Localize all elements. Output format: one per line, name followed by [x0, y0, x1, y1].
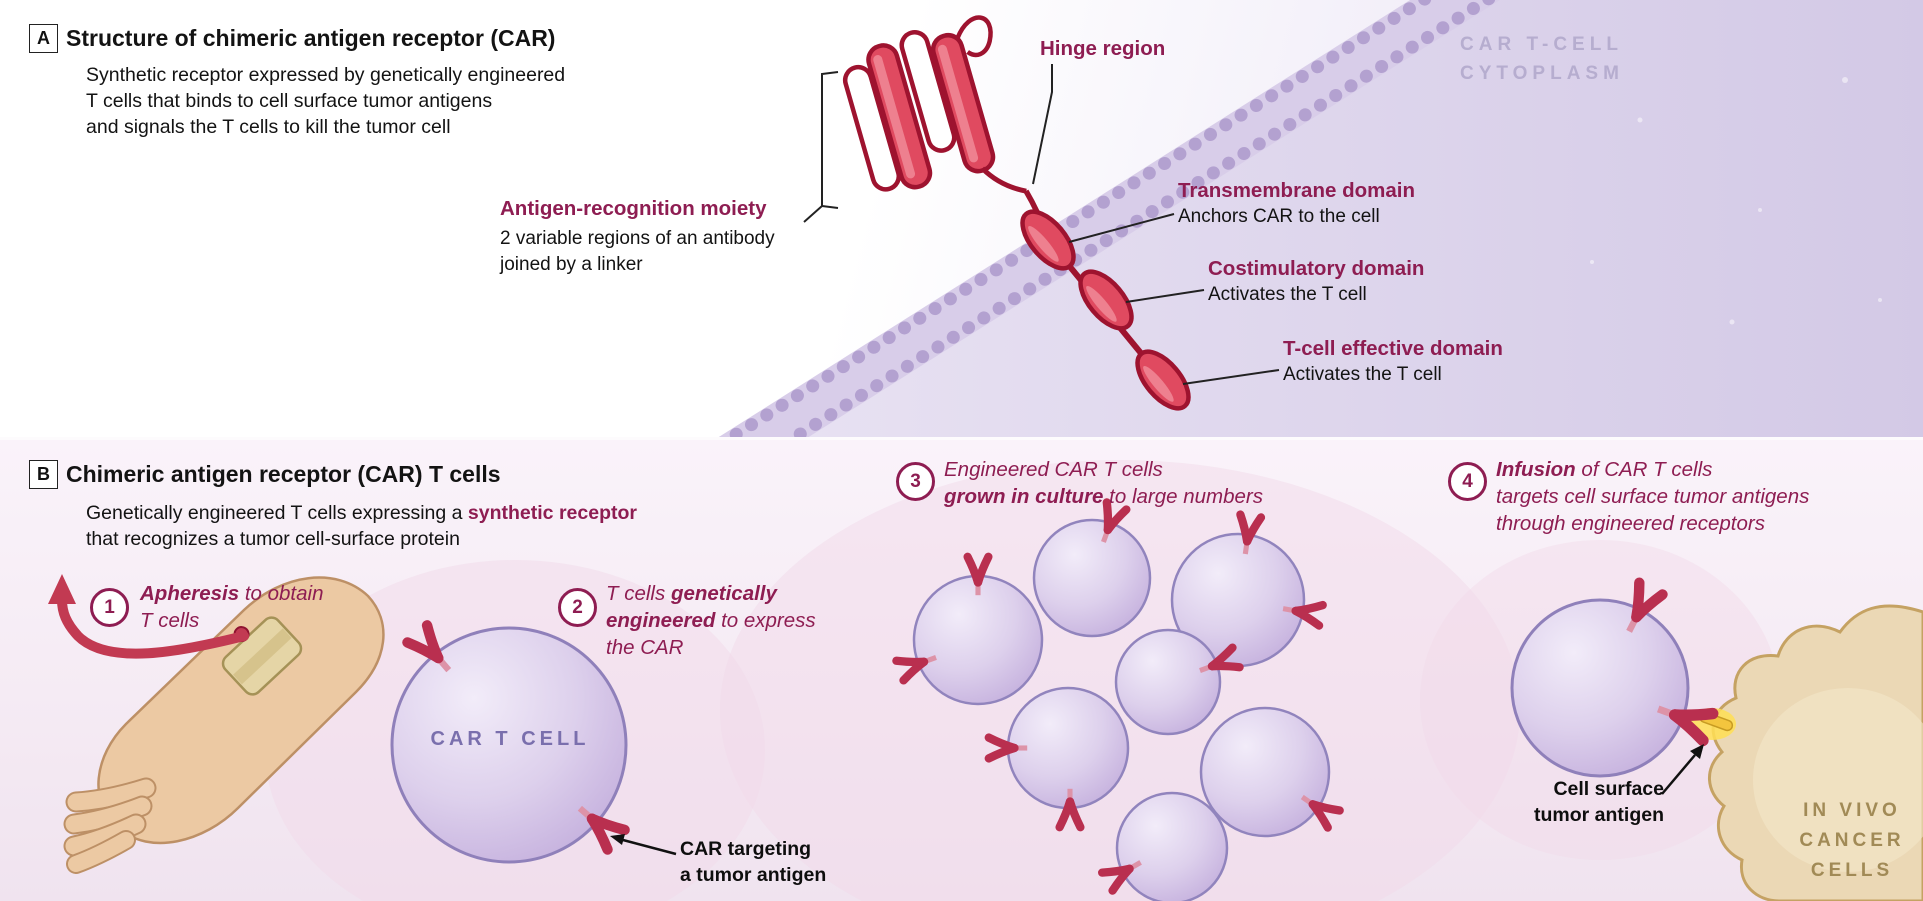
apheresis-arm-illustration — [48, 574, 385, 874]
in-vivo-label: IN VIVO CANCER CELLS — [1772, 796, 1923, 886]
cytoplasm-label-line: CYTOPLASM — [1460, 63, 1624, 84]
step-3-rest: to large numbers — [1103, 485, 1263, 508]
transmembrane-domain-graphic — [1020, 209, 1076, 271]
transmembrane-title: Transmembrane domain — [1178, 179, 1415, 202]
step-4-line3: through engineered receptors — [1496, 512, 1765, 535]
step-3-line1: Engineered CAR T cells — [944, 458, 1163, 481]
callout-arrows — [610, 744, 1704, 856]
step-3-number: 3 — [896, 462, 935, 501]
cell-surface-line: tumor antigen — [1534, 804, 1664, 826]
antigen-recognition-title: Antigen-recognition moiety — [500, 197, 767, 220]
car-t-cell-label: CAR T CELL — [430, 728, 590, 750]
receptor-chain-graphic — [1020, 189, 1191, 411]
car-targeting-callout: CAR targeting a tumor antigen — [680, 836, 826, 888]
hand-fingers — [63, 777, 157, 874]
cytoplasm-label: CAR T-CELL CYTOPLASM — [1460, 30, 1624, 88]
panel-b-description: Genetically engineered T cells expressin… — [86, 500, 637, 552]
step-4-bold: Infusion — [1496, 458, 1576, 481]
panel-b-description-pre: Genetically engineered T cells expressin… — [86, 502, 468, 524]
step-1-rest: to obtain — [239, 582, 324, 605]
panel-b-title: Chimeric antigen receptor (CAR) T cells — [66, 461, 501, 487]
step-2-pre: T cells — [606, 582, 671, 605]
tcell-effective-desc: Activates the T cell — [1283, 364, 1442, 385]
costimulatory-label: Costimulatory domain Activates the T cel… — [1208, 256, 1424, 308]
step-2-number: 2 — [558, 588, 597, 627]
apheresis-flow-arrow — [48, 574, 249, 659]
cytoplasm-label-line: CAR T-CELL — [1460, 34, 1623, 55]
transmembrane-desc: Anchors CAR to the cell — [1178, 206, 1380, 227]
panel-a-description-line: T cells that binds to cell surface tumor… — [86, 90, 493, 112]
step-1-number: 1 — [90, 588, 129, 627]
step-2-bold2: engineered — [606, 609, 716, 632]
panel-a-label-box: A — [29, 24, 58, 53]
panel-b-illustration — [48, 460, 1923, 901]
antigen-recognition-desc: 2 variable regions of an antibody — [500, 228, 775, 249]
label-pointer-lines — [803, 64, 1280, 385]
antigen-recognition-label: Antigen-recognition moiety 2 variable re… — [500, 196, 775, 278]
cell-membrane — [699, 0, 1508, 437]
transmembrane-pointer-line — [1068, 213, 1175, 243]
cytoplasm-sparkles — [1590, 77, 1882, 325]
hinge-region-label: Hinge region — [1040, 37, 1166, 60]
costimulatory-domain-graphic — [1078, 269, 1134, 331]
cell-surface-arrowhead — [1690, 744, 1704, 759]
step-2-line3: the CAR — [606, 636, 684, 659]
antigen-recognition-desc: joined by a linker — [500, 254, 643, 275]
hinge-pointer-line — [1032, 64, 1053, 185]
costimulatory-desc: Activates the T cell — [1208, 284, 1367, 305]
car-targeting-line: a tumor antigen — [680, 864, 827, 886]
step-4-line2: targets cell surface tumor antigens — [1496, 485, 1810, 508]
panel-a-description-line: and signals the T cells to kill the tumo… — [86, 116, 451, 138]
in-vivo-line: CANCER — [1799, 830, 1905, 851]
cancer-cell-graphic — [1708, 604, 1923, 901]
car-t-cell-graphic — [390, 625, 626, 864]
tcell-effective-domain-graphic — [1135, 349, 1191, 411]
step-2-rest: to express — [715, 609, 816, 632]
car-targeting-line: CAR targeting — [680, 838, 812, 860]
step-4-number: 4 — [1448, 462, 1487, 501]
car-targeting-arrowhead — [610, 834, 625, 845]
step-2-bold1: genetically — [670, 582, 777, 605]
cell-surface-line: Cell surface — [1553, 778, 1664, 800]
panel-a-description-line: Synthetic receptor expressed by genetica… — [86, 64, 566, 86]
step-3-text: Engineered CAR T cells grown in culture … — [944, 456, 1263, 510]
panel-a-illustration — [699, 0, 1923, 437]
antigen-bracket — [821, 71, 839, 209]
antigen-pointer-line — [803, 205, 823, 223]
step-2-text: T cells genetically engineered to expres… — [606, 580, 816, 661]
step-4-rest: of CAR T cells — [1575, 458, 1713, 481]
in-vivo-line: CELLS — [1810, 860, 1894, 881]
costimulatory-title: Costimulatory domain — [1208, 257, 1425, 280]
costimulatory-pointer-line — [1125, 289, 1205, 303]
transmembrane-label: Transmembrane domain Anchors CAR to the … — [1178, 178, 1415, 230]
panel-b-label-box: B — [29, 460, 58, 489]
step-1-line2: T cells — [140, 609, 200, 632]
in-vivo-line: IN VIVO — [1803, 800, 1901, 821]
panel-b-description-bold: synthetic receptor — [467, 502, 637, 524]
tcell-effective-title: T-cell effective domain — [1283, 337, 1503, 360]
panel-b-description-line2: that recognizes a tumor cell-surface pro… — [86, 528, 460, 550]
tcell-pointer-line — [1182, 369, 1280, 385]
step-3-bold: grown in culture — [944, 485, 1104, 508]
step-4-text: Infusion of CAR T cells targets cell sur… — [1496, 456, 1809, 537]
panel-a-title: Structure of chimeric antigen receptor (… — [66, 25, 556, 51]
car-t-cell-cluster — [896, 502, 1339, 901]
antigen-recognition-moiety-graphic — [842, 15, 1027, 194]
panel-a-description: Synthetic receptor expressed by genetica… — [86, 62, 565, 140]
step-1-text: Apheresis to obtain T cells — [140, 580, 323, 634]
step-1-bold: Apheresis — [140, 582, 240, 605]
tcell-effective-label: T-cell effective domain Activates the T … — [1283, 336, 1503, 388]
infusion-cell-graphic — [1510, 583, 1736, 778]
cytoplasm-region — [764, 0, 1923, 437]
cell-surface-callout: Cell surface tumor antigen — [1468, 776, 1664, 828]
